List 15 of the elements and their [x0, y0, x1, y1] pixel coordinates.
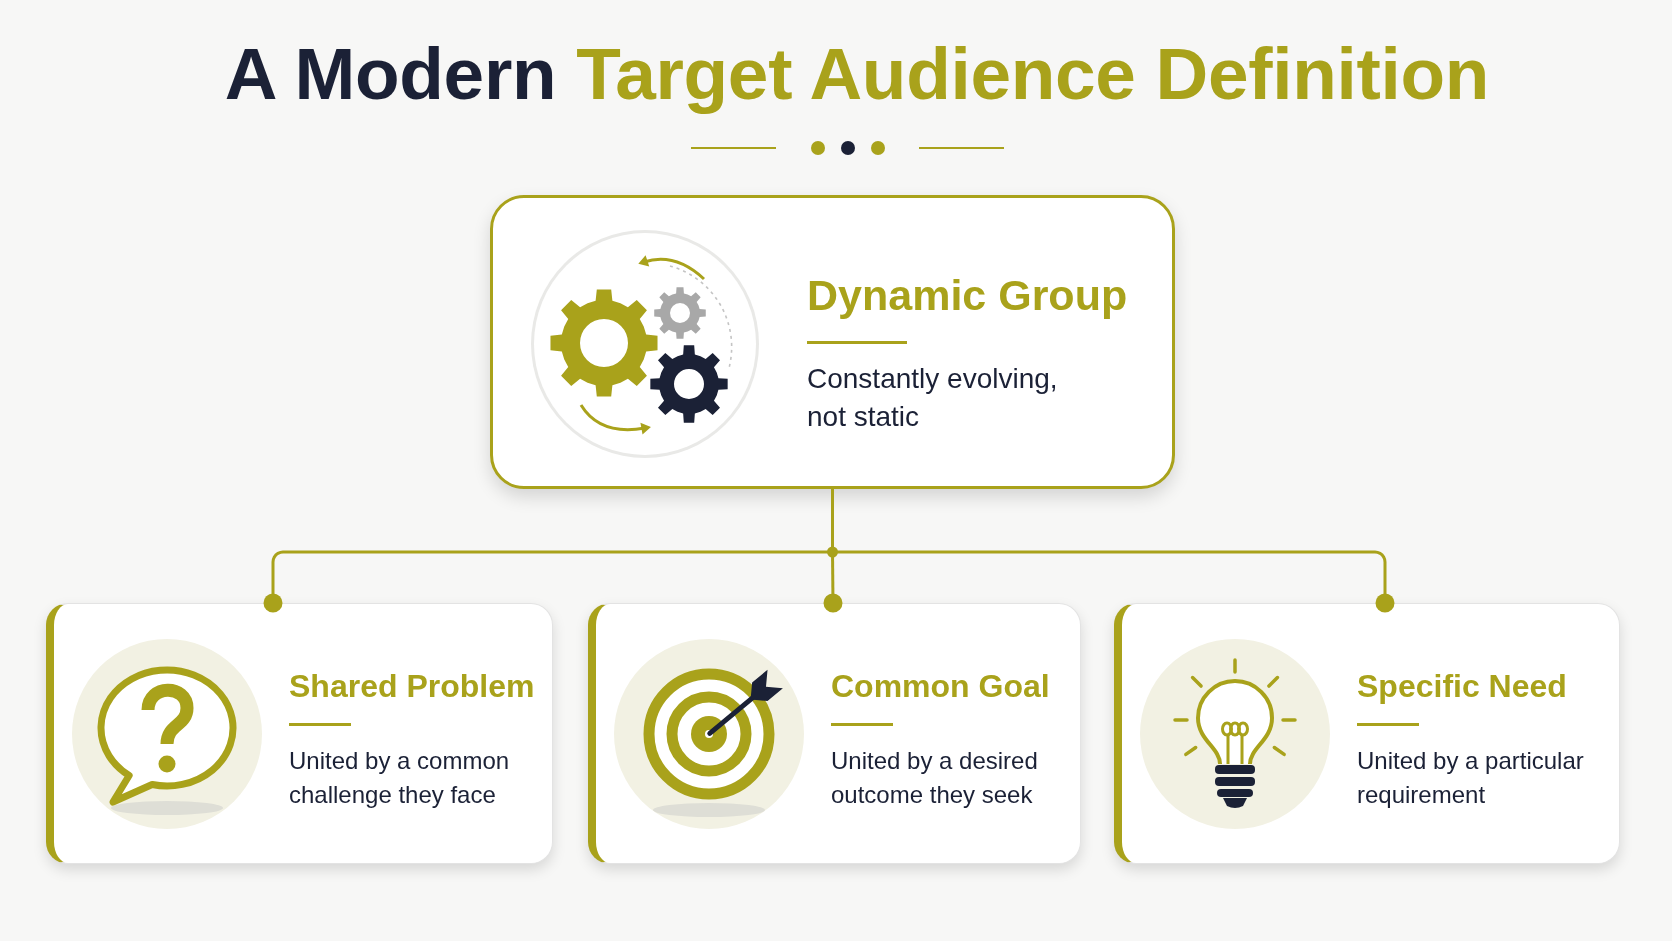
title: A Modern Target Audience Definition [224, 32, 1490, 116]
category-card [1114, 603, 1620, 864]
card-description: United by a common challenge they face [289, 746, 511, 810]
category-card [588, 603, 1081, 864]
card-description: United by a particular requirement [1357, 746, 1585, 810]
card-description: Constantly evolving, not static [807, 362, 1059, 434]
category-card [46, 603, 553, 864]
summary-card [490, 195, 1175, 489]
card-heading: Shared Problem [289, 667, 535, 705]
card-heading: Specific Need [1357, 667, 1567, 705]
connector [827, 489, 838, 558]
connector [823, 552, 843, 613]
card-heading: Dynamic Group [807, 270, 1128, 320]
card-heading: Common Goal [831, 667, 1050, 705]
card-description: United by a desired outcome they seek [831, 746, 1039, 810]
